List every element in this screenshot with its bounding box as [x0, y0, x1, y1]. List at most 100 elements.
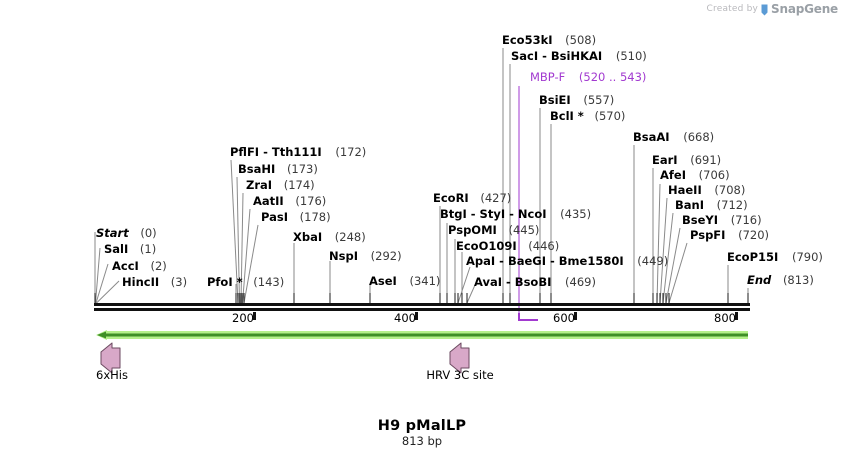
site-label-btgi-styi-ncoi[interactable]: BtgI - StyI - NcoI (435): [440, 207, 592, 221]
site-label-avai-bsobi[interactable]: AvaI - BsoBI (469): [474, 275, 596, 289]
site-pos: (712): [716, 198, 748, 212]
site-pos: (172): [335, 145, 367, 159]
site-name: BsiEI: [539, 93, 571, 107]
site-pos: (435): [560, 207, 592, 221]
site-name: AvaI - BsoBI: [474, 275, 552, 289]
site-pos: (449): [637, 254, 669, 268]
site-name: AseI: [369, 274, 397, 288]
site-label-bseyi[interactable]: BseYI (716): [682, 213, 762, 227]
site-name: Start: [96, 226, 129, 240]
site-pos: (469): [565, 275, 596, 289]
site-label-haeii[interactable]: HaeII (708): [668, 183, 746, 197]
site-name: BanI: [675, 198, 704, 212]
feature-label-6xhis[interactable]: 6xHis: [96, 368, 128, 382]
site-pos: (143): [253, 275, 285, 289]
site-name: PspFI: [690, 228, 726, 242]
site-name: AccI: [112, 259, 139, 273]
site-label-pspfi[interactable]: PspFI (720): [690, 228, 770, 242]
site-pos: (446): [528, 239, 560, 253]
site-label-saci-bsihkai[interactable]: SacI - BsiHKAI (510): [511, 49, 647, 63]
site-label-sali[interactable]: SalI (1): [104, 242, 157, 256]
site-name: Eco53kI: [502, 33, 553, 47]
site-label-hincii[interactable]: HincII (3): [122, 275, 188, 289]
primer-name: MBP-F: [530, 70, 566, 84]
site-pos: (1): [139, 242, 157, 256]
site-pos: (445): [508, 223, 540, 237]
site-pos: (176): [295, 194, 327, 208]
site-label-ecoo109i[interactable]: EcoO109I (446): [456, 239, 560, 253]
site-name: EcoO109I: [456, 239, 517, 253]
construct-length: 813 bp: [401, 434, 443, 448]
site-label-bsahi[interactable]: BsaHI (173): [238, 162, 318, 176]
site-name: EcoRI: [433, 191, 469, 205]
site-name: BsaHI: [238, 162, 276, 176]
watermark-brand: SnapGene: [771, 2, 838, 16]
site-name: End: [747, 273, 772, 287]
ruler-tick-600: 600: [553, 311, 575, 325]
site-label-pflfi-tth111i[interactable]: PflFI - Tth111I (172): [230, 145, 367, 159]
site-label-bclistar[interactable]: BclI * (570): [550, 109, 626, 123]
site-label-eari[interactable]: EarI (691): [652, 153, 722, 167]
site-label-pspomi[interactable]: PspOMI (445): [448, 223, 540, 237]
site-pos: (720): [738, 228, 770, 242]
site-name: SacI - BsiHKAI: [511, 49, 603, 63]
site-name: HincII: [122, 275, 160, 289]
site-label-end[interactable]: End (813): [747, 273, 814, 287]
site-label-asei[interactable]: AseI (341): [369, 274, 441, 288]
site-pos: (341): [409, 274, 441, 288]
site-label-apai-baegi-bme1580i[interactable]: ApaI - BaeGI - Bme1580I (449): [466, 254, 669, 268]
site-name: EcoP15I: [727, 250, 779, 264]
site-label-nspi[interactable]: NspI (292): [329, 249, 402, 263]
site-pos: (427): [480, 191, 512, 205]
site-pos: (510): [615, 49, 647, 63]
snapgene-flag-icon: [761, 4, 768, 17]
site-name: SalI: [104, 242, 129, 256]
primer-pos: (520 .. 543): [578, 70, 647, 84]
site-label-bsiei[interactable]: BsiEI (557): [539, 93, 615, 107]
ruler-tick-800: 800: [714, 311, 736, 325]
site-pos: (813): [782, 273, 814, 287]
site-name: PflFI - Tth111I: [230, 145, 322, 159]
site-pos: (248): [334, 230, 366, 244]
site-name: NspI: [329, 249, 358, 263]
site-name: EarI: [652, 153, 678, 167]
primer-label-mbp-f[interactable]: MBP-F (520 .. 543): [530, 70, 647, 84]
site-pos: (2): [150, 259, 167, 273]
site-label-start[interactable]: Start (0): [96, 226, 157, 240]
construct-title: H9 pMalLP: [377, 418, 467, 434]
site-label-acci[interactable]: AccI (2): [112, 259, 167, 273]
site-pos: (0): [140, 226, 157, 240]
site-pos: (691): [690, 153, 722, 167]
site-label-ecori[interactable]: EcoRI (427): [433, 191, 512, 205]
site-label-pfoi[interactable]: PfoI * (143): [207, 275, 285, 289]
site-label-bsaai[interactable]: BsaAI (668): [633, 130, 715, 144]
site-label-pasi[interactable]: PasI (178): [261, 210, 331, 224]
ruler-tick-200: 200: [232, 311, 254, 325]
site-name: ApaI - BaeGI - Bme1580I: [466, 254, 624, 268]
site-pos: (668): [683, 130, 715, 144]
site-name: BclI *: [550, 109, 584, 123]
site-label-bani[interactable]: BanI (712): [675, 198, 748, 212]
site-name: PfoI *: [207, 275, 243, 289]
feature-label-hrv3c[interactable]: HRV 3C site: [426, 368, 494, 382]
site-pos: (3): [170, 275, 188, 289]
site-label-afei[interactable]: AfeI (706): [660, 168, 730, 182]
snapgene-watermark: Created by SnapGene: [707, 2, 839, 17]
site-label-xbai[interactable]: XbaI (248): [293, 230, 366, 244]
site-pos: (716): [730, 213, 762, 227]
site-pos: (174): [283, 178, 315, 192]
site-label-aatii[interactable]: AatII (176): [253, 194, 327, 208]
site-name: AfeI: [660, 168, 686, 182]
site-label-eco53ki[interactable]: Eco53kI (508): [502, 33, 596, 47]
site-label-ecop15i[interactable]: EcoP15I (790): [727, 250, 823, 264]
site-pos: (178): [299, 210, 331, 224]
site-pos: (790): [791, 250, 823, 264]
feature-arrow-hrv3c: [449, 342, 470, 374]
site-label-zrai[interactable]: ZraI (174): [246, 178, 315, 192]
orf-arrow: [96, 330, 748, 340]
site-pos: (706): [698, 168, 730, 182]
site-pos: (557): [583, 93, 615, 107]
site-pos: (570): [594, 109, 626, 123]
site-pos: (708): [714, 183, 746, 197]
